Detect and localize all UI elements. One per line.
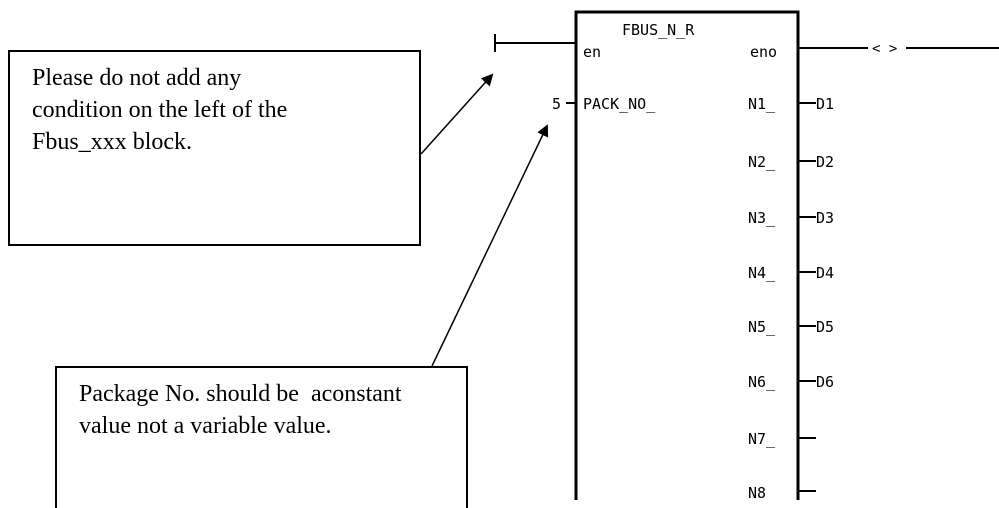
n3-pin-label: N3_ xyxy=(748,209,776,227)
n7-pin-label: N7_ xyxy=(748,430,776,448)
n8-pin-label: N8 xyxy=(748,484,766,500)
callout-package-line-2: value not a variable value. xyxy=(79,413,332,439)
output-pin-n5: N5_ D5 xyxy=(748,318,834,336)
d1-variable: D1 xyxy=(816,95,834,113)
callout-package-line-1: Package No. should be aconstant xyxy=(79,381,402,407)
output-pin-n4: N4_ D4 xyxy=(748,264,834,282)
block-title: FBUS_N_R xyxy=(622,21,695,39)
d5-variable: D5 xyxy=(816,318,834,336)
callout-condition-line-1: Please do not add any xyxy=(32,65,242,91)
n5-pin-label: N5_ xyxy=(748,318,776,336)
output-pin-n2: N2_ D2 xyxy=(748,153,834,171)
callout-package-note: Package No. should be aconstant value no… xyxy=(55,366,468,508)
output-pin-n7: N7_ xyxy=(748,430,816,448)
output-pin-n8: N8 xyxy=(748,484,816,500)
callout-condition-line-2: condition on the left of the xyxy=(32,97,288,123)
output-pin-n1: N1_ D1 xyxy=(748,95,834,113)
callout-condition-line-3: Fbus_xxx block. xyxy=(32,129,193,155)
pack-no-pin-label: PACK_NO_ xyxy=(583,95,656,113)
pack-no-constant: 5 xyxy=(552,95,561,113)
output-coil-symbol: < > xyxy=(872,41,897,57)
en-pin-label: en xyxy=(583,43,601,61)
fbus-n-r-block[interactable] xyxy=(574,10,800,500)
d2-variable: D2 xyxy=(816,153,834,171)
callout-condition-note: Please do not add any condition on the l… xyxy=(8,50,421,246)
callout-arrow-condition xyxy=(420,73,494,155)
n4-pin-label: N4_ xyxy=(748,264,776,282)
eno-pin-label: eno xyxy=(750,43,777,61)
output-pin-n6: N6_ D6 xyxy=(748,373,834,391)
n2-pin-label: N2_ xyxy=(748,153,776,171)
d4-variable: D4 xyxy=(816,264,834,282)
output-pin-n3: N3_ D3 xyxy=(748,209,834,227)
n1-pin-label: N1_ xyxy=(748,95,776,113)
d6-variable: D6 xyxy=(816,373,834,391)
d3-variable: D3 xyxy=(816,209,834,227)
n6-pin-label: N6_ xyxy=(748,373,776,391)
callout-arrow-package xyxy=(431,124,549,367)
